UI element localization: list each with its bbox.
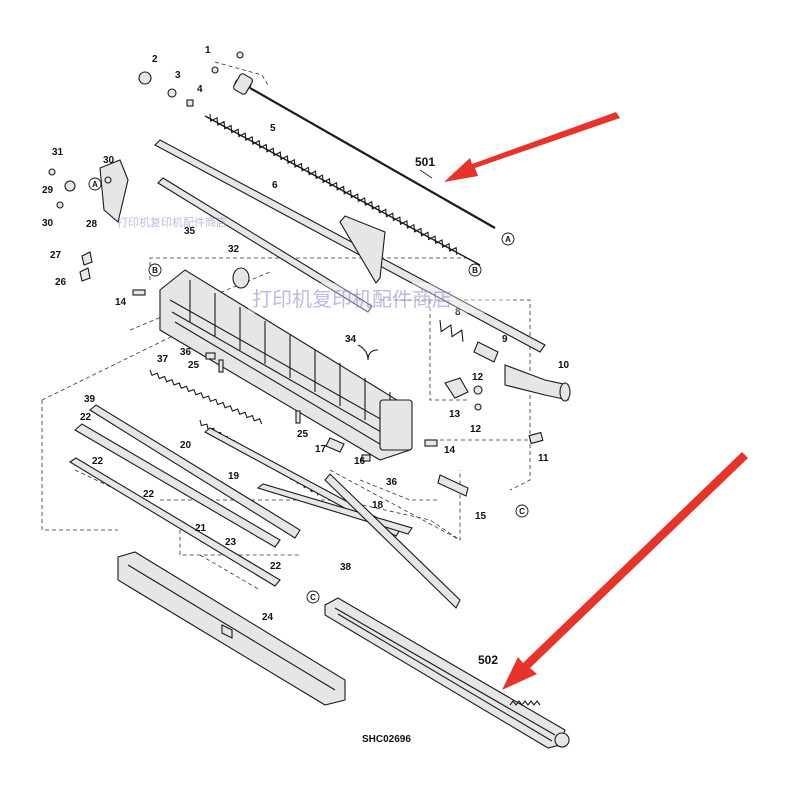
connector-c-2: C <box>306 590 320 604</box>
assembly-outline-lower <box>74 469 461 591</box>
callout: 19 <box>228 471 240 482</box>
connector-b-2: B <box>148 263 162 277</box>
watermark-box <box>248 283 510 313</box>
arrow-to-501 <box>444 112 620 182</box>
lower-strips <box>68 404 461 609</box>
callout: 2 <box>152 54 158 65</box>
svg-text:C: C <box>519 507 525 516</box>
connector-b-1: B <box>468 263 482 277</box>
callout: 24 <box>262 612 274 623</box>
callout: 14 <box>444 445 456 456</box>
callout-501: 501 <box>415 155 435 169</box>
connector-a-1: A <box>501 232 515 246</box>
svg-text:C: C <box>310 593 316 602</box>
callout: 35 <box>184 226 196 237</box>
main-housing <box>159 269 413 461</box>
small-parts-left <box>48 51 379 462</box>
spring-8 <box>439 319 464 342</box>
callout: 30 <box>103 155 115 166</box>
callout: 17 <box>315 444 327 455</box>
plate <box>339 215 386 284</box>
callout: 36 <box>386 477 398 488</box>
callout: 20 <box>180 440 192 451</box>
roller-unit-502 <box>324 597 570 749</box>
callout: 25 <box>297 429 309 440</box>
callout: 22 <box>270 561 282 572</box>
callout: 32 <box>228 244 240 255</box>
callout-labels: 1 2 3 4 5 6 8 9 10 11 12 12 13 14 14 15 … <box>42 45 570 667</box>
connector-c-1: C <box>515 504 529 518</box>
callout: 8 <box>455 307 461 318</box>
callout: 22 <box>80 412 92 423</box>
callout: 12 <box>472 372 484 383</box>
callout: 6 <box>272 180 278 191</box>
callout: 14 <box>115 297 127 308</box>
callout: 28 <box>86 219 98 230</box>
callout: 11 <box>538 453 549 464</box>
rail-24 <box>117 551 346 706</box>
svg-text:B: B <box>152 266 158 275</box>
callout: 5 <box>270 123 276 134</box>
callout: 25 <box>188 360 200 371</box>
callout: 4 <box>197 84 203 95</box>
watermark-large: 打印机复印机配件商店 <box>252 287 452 311</box>
callout: 30 <box>42 218 54 229</box>
callout: 39 <box>84 394 96 405</box>
watermark-small: 打印机复印机配件商店 <box>117 215 227 229</box>
callout: 9 <box>502 334 508 345</box>
callout: 38 <box>340 562 352 573</box>
callout: 36 <box>180 347 192 358</box>
callout: 22 <box>143 489 155 500</box>
callout-502: 502 <box>478 653 498 667</box>
arrow-to-502 <box>502 452 748 690</box>
callout: 16 <box>354 456 366 467</box>
callout: 3 <box>175 70 181 81</box>
callout: 18 <box>372 500 384 511</box>
callout: 15 <box>475 511 487 522</box>
callout: 22 <box>92 456 104 467</box>
callout: 1 <box>205 45 211 56</box>
callout: 21 <box>195 523 207 534</box>
drawing-code: SHC02696 <box>362 734 411 745</box>
callout: 27 <box>50 250 62 261</box>
callout: 29 <box>42 185 54 196</box>
svg-text:A: A <box>92 180 98 189</box>
callout: 34 <box>345 334 357 345</box>
small-parts-11-15 <box>424 377 544 497</box>
svg-text:A: A <box>505 235 511 244</box>
drive-unit-10 <box>504 364 571 402</box>
connector-a-2: A <box>88 177 102 191</box>
callout: 12 <box>470 424 482 435</box>
strip-6 <box>154 139 546 353</box>
callout: 31 <box>52 147 64 158</box>
callout: 10 <box>558 360 570 371</box>
toothed-bar-37 <box>149 369 263 425</box>
svg-text:B: B <box>472 266 478 275</box>
callout: 26 <box>55 277 67 288</box>
callout: 37 <box>157 354 169 365</box>
auger-5 <box>204 113 481 266</box>
callout: 13 <box>449 409 461 420</box>
callout: 23 <box>225 537 237 548</box>
sleeve-9 <box>473 341 499 363</box>
shaft-501 <box>232 73 496 229</box>
